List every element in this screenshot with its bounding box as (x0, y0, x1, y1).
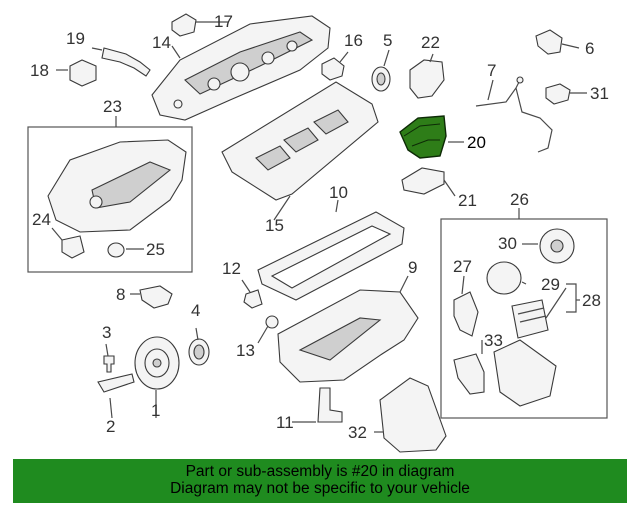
part-21[interactable] (401, 167, 445, 195)
part-24[interactable] (61, 235, 85, 259)
footer-line-2: Diagram may not be specific to your vehi… (170, 480, 470, 497)
callout-24: 24 (32, 210, 51, 229)
callout-25: 25 (146, 240, 165, 259)
part-oil-pan[interactable] (277, 289, 419, 383)
callout-33: 33 (484, 331, 503, 350)
callout-23: 23 (103, 97, 122, 116)
part-30-filter-cap[interactable] (539, 228, 575, 264)
part-31[interactable] (545, 83, 571, 105)
part-6[interactable] (535, 29, 563, 55)
callout-3: 3 (102, 323, 111, 342)
callout-7: 7 (487, 61, 496, 80)
part-filter-housing[interactable] (493, 339, 557, 407)
parts-diagram: 17 19 14 18 16 5 22 6 7 31 20 21 23 15 1… (27, 12, 609, 453)
callout-19: 19 (66, 29, 85, 48)
callout-21: 21 (458, 191, 477, 210)
leader-lines (51, 21, 587, 433)
part-22[interactable] (409, 59, 445, 99)
callout-5: 5 (383, 31, 392, 50)
callout-27: 27 (453, 257, 472, 276)
part-27[interactable] (453, 291, 479, 337)
callout-30: 30 (498, 234, 517, 253)
part-19[interactable] (101, 47, 151, 77)
callout-6: 6 (585, 39, 594, 58)
part-11[interactable] (317, 387, 343, 423)
callout-26: 26 (510, 190, 529, 209)
part-valve-cover-gasket[interactable] (221, 81, 379, 201)
part-32[interactable] (379, 377, 447, 453)
callout-17: 17 (214, 12, 233, 31)
part-28-filter[interactable] (511, 299, 549, 339)
callout-13: 13 (236, 341, 255, 360)
callout-16: 16 (344, 31, 363, 50)
callout-15: 15 (265, 216, 284, 235)
callout-1: 1 (151, 401, 160, 420)
callout-20: 20 (467, 133, 486, 152)
part-cylinder-head-cover[interactable] (151, 15, 331, 121)
callout-11: 11 (276, 413, 294, 432)
callout-18: 18 (30, 61, 49, 80)
callout-29: 29 (541, 275, 560, 294)
callout-32: 32 (348, 423, 367, 442)
part-2[interactable] (97, 373, 135, 393)
part-33[interactable] (453, 353, 485, 395)
part-12[interactable] (243, 289, 263, 309)
part-29-oring[interactable] (486, 261, 522, 295)
part-25[interactable] (107, 242, 125, 258)
footer-line-1: Part or sub-assembly is #20 in diagram (185, 463, 455, 480)
part-16[interactable] (321, 57, 345, 81)
part-7-wire (475, 79, 553, 153)
part-8[interactable] (139, 285, 173, 309)
callout-31: 31 (590, 84, 609, 103)
part-crank-pulley[interactable] (134, 336, 180, 390)
part-engine-cover[interactable] (47, 139, 187, 233)
callout-labels: 17 19 14 18 16 5 22 6 7 31 20 21 23 15 1… (30, 12, 609, 442)
callout-12: 12 (222, 259, 241, 278)
part-13[interactable] (265, 315, 279, 329)
callout-8: 8 (116, 285, 125, 304)
callout-4: 4 (191, 301, 200, 320)
part-17[interactable] (171, 13, 197, 37)
callout-22: 22 (421, 33, 440, 52)
part-20-highlighted[interactable] (399, 115, 447, 159)
group-box-oil-filter (440, 218, 608, 419)
callout-28: 28 (582, 291, 601, 310)
part-3[interactable] (103, 355, 115, 373)
callout-2: 2 (106, 417, 115, 436)
part-18[interactable] (69, 59, 97, 87)
callout-14: 14 (152, 33, 171, 52)
callout-10: 10 (329, 183, 348, 202)
footer-banner: Part or sub-assembly is #20 in diagram D… (13, 459, 627, 503)
callout-9: 9 (408, 258, 417, 277)
group-box-engine-cover (27, 126, 193, 273)
